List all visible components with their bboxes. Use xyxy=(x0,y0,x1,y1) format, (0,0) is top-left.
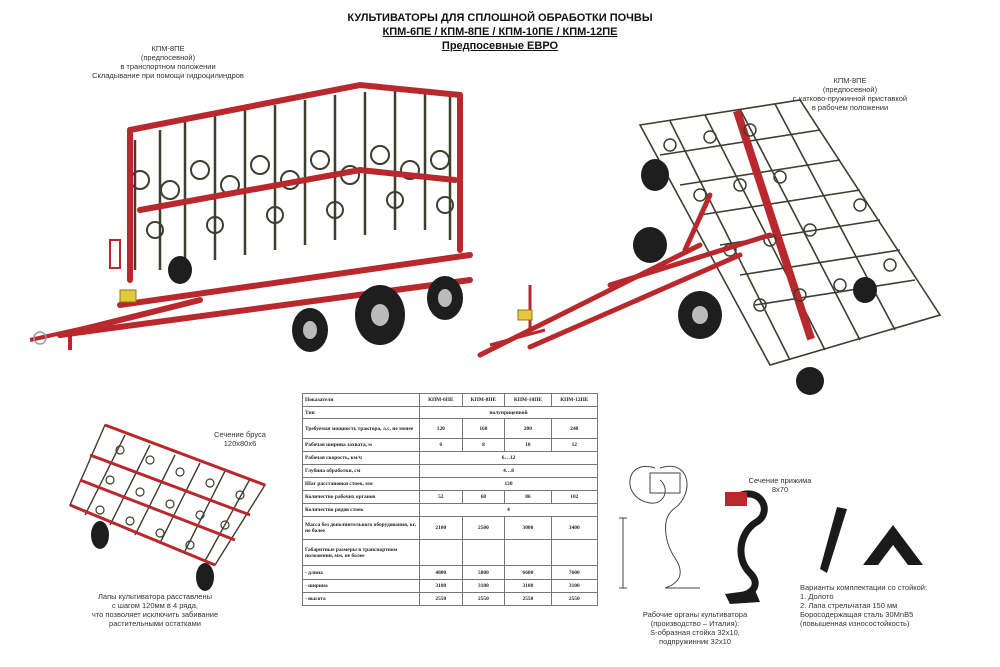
row-value: 3100 xyxy=(461,579,506,593)
row-value: 3100 xyxy=(550,579,599,593)
row-value: 8 xyxy=(461,438,506,452)
row-value: 120 xyxy=(419,477,598,491)
sweep-blade-illustration xyxy=(863,525,923,565)
row-label: Тип xyxy=(302,406,420,419)
row-value: 2100 xyxy=(419,516,463,540)
caption-organs: Рабочие органы культиватора (производств… xyxy=(642,610,748,646)
caption-working: КПМ-8ПЕ (предпосевной) с катково-пружинн… xyxy=(792,76,908,112)
row-value: 2550 xyxy=(504,592,552,606)
row-label: Рабочая скорость, км/ч xyxy=(302,451,420,465)
row-label: Шаг расстановки стоек, мм xyxy=(302,477,420,491)
row-label: - длина xyxy=(302,565,420,580)
page-title: КУЛЬТИВАТОРЫ ДЛЯ СПЛОШНОЙ ОБРАБОТКИ ПОЧВ… xyxy=(347,12,653,24)
cultivator-transport-illustration xyxy=(29,81,473,352)
row-value: 3400 xyxy=(550,516,599,540)
chisel-illustration xyxy=(820,507,847,573)
row-value: 240 xyxy=(550,418,599,439)
row-value: 2550 xyxy=(461,592,506,606)
row-label: Масса без дополнительного оборудования, … xyxy=(302,516,420,540)
row-value: 3100 xyxy=(419,579,463,593)
row-value: 3000 xyxy=(504,516,552,540)
column-header: КПМ-10ПЕ xyxy=(504,393,552,407)
row-label: Габаритные размеры в транспортном положе… xyxy=(302,539,420,566)
row-label: Рабочая ширина захвата, м xyxy=(302,438,420,452)
row-value: 52 xyxy=(419,490,463,504)
row-value: 5800 xyxy=(461,565,506,580)
caption-variants: Варианты комплектации со стойкой: 1. Дол… xyxy=(800,583,928,628)
row-value xyxy=(550,539,599,566)
row-label: - высота xyxy=(302,592,420,606)
row-label: Количество рабочих органов xyxy=(302,490,420,504)
column-header: КПМ-8ПЕ xyxy=(461,393,506,407)
row-value: 4…8 xyxy=(419,464,598,478)
row-value xyxy=(461,539,506,566)
s-tine-drawing xyxy=(619,465,700,589)
column-header: КПМ-12ПЕ xyxy=(550,393,599,407)
table-header-row: Показатели КПМ-6ПЕ КПМ-8ПЕ КПМ-10ПЕ КПМ-… xyxy=(302,393,599,407)
column-header: Показатели xyxy=(302,393,420,407)
table-row: Масса без дополнительного оборудования, … xyxy=(302,516,599,540)
column-header: КПМ-6ПЕ xyxy=(419,393,463,407)
caption-transport: КПМ-8ПЕ (предпосевной) в транспортном по… xyxy=(92,44,244,80)
frame-section-illustration xyxy=(69,423,267,591)
row-value: 200 xyxy=(504,418,552,439)
row-value: 12 xyxy=(550,438,599,452)
row-value: 68 xyxy=(461,490,506,504)
row-value: 10 xyxy=(504,438,552,452)
row-value: 4800 xyxy=(419,565,463,580)
caption-paws: Лапы культиватора расставлены с шагом 12… xyxy=(91,592,219,628)
cultivator-working-illustration xyxy=(477,99,942,395)
row-label: Количество рядов стоек xyxy=(302,503,420,517)
row-value: 102 xyxy=(550,490,599,504)
row-value xyxy=(419,539,463,566)
s-tine-illustration xyxy=(725,490,768,604)
row-value: 2500 xyxy=(461,516,506,540)
row-value: полуприцепной xyxy=(419,406,598,419)
row-value xyxy=(504,539,552,566)
row-label: - ширина xyxy=(302,579,420,593)
row-value: 6 xyxy=(419,438,463,452)
series-label: Предпосевные ЕВРО xyxy=(441,40,559,52)
row-value: 7600 xyxy=(550,565,599,580)
row-value: 86 xyxy=(504,490,552,504)
row-label: Глубина обработки, см xyxy=(302,464,420,478)
specification-table: Показатели КПМ-6ПЕ КПМ-8ПЕ КПМ-10ПЕ КПМ-… xyxy=(302,393,599,606)
row-value: 2550 xyxy=(550,592,599,606)
row-value: 2550 xyxy=(419,592,463,606)
row-value: 120 xyxy=(419,418,463,439)
row-value: 6600 xyxy=(504,565,552,580)
row-value: 3100 xyxy=(504,579,552,593)
model-list: КПМ-6ПЕ / КПМ-8ПЕ / КПМ-10ПЕ / КПМ-12ПЕ xyxy=(382,26,618,38)
table-row: Габаритные размеры в транспортном положе… xyxy=(302,539,599,566)
row-value: 4 xyxy=(419,503,598,517)
caption-beam: Сечение бруса 120х80х6 xyxy=(214,430,266,448)
row-value: 6…12 xyxy=(419,451,598,465)
row-label: Требуемая мощность трактора, л.с, не мен… xyxy=(302,418,420,439)
caption-clamp: Сечение прижима 8х70 xyxy=(748,476,812,494)
table-row: Требуемая мощность трактора, л.с, не мен… xyxy=(302,418,599,439)
row-value: 160 xyxy=(461,418,506,439)
